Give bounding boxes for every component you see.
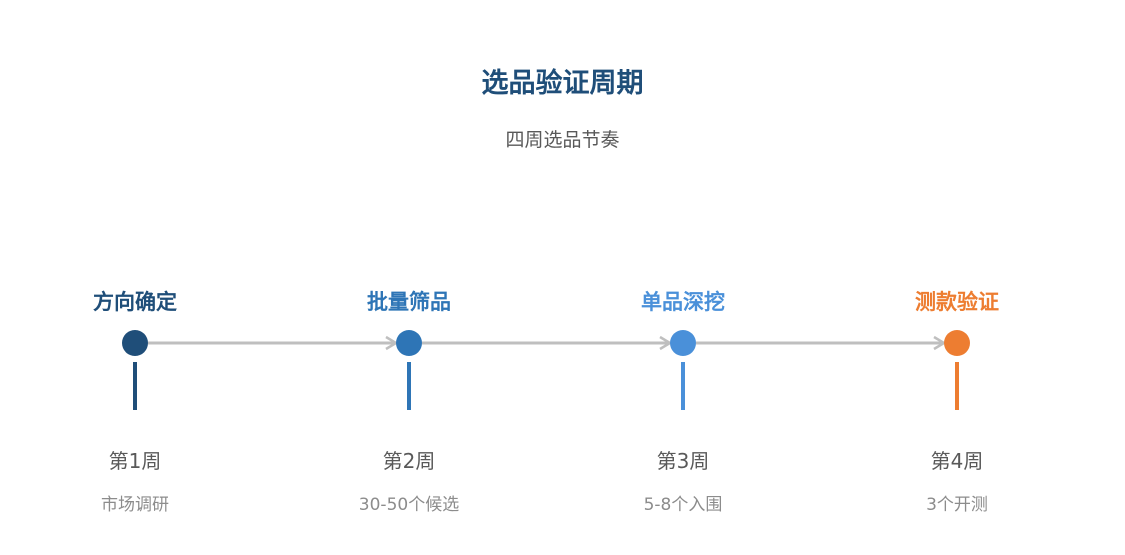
stage-note-3: 5-8个入围 — [643, 495, 723, 515]
timeline-stems — [133, 362, 959, 410]
stage-week-3: 第3周 — [656, 449, 710, 473]
stage-name-3: 单品深挖 — [641, 290, 725, 314]
stage-week-2: 第2周 — [382, 449, 436, 473]
stage-note-2: 30-50个候选 — [358, 495, 460, 515]
diagram-title: 选品验证周期 — [481, 68, 644, 99]
stage-name-2: 批量筛品 — [367, 290, 451, 314]
stage-name-1: 方向确定 — [93, 290, 177, 314]
stage-node-3 — [670, 330, 696, 356]
stage-week-4: 第4周 — [930, 449, 984, 473]
timeline-nodes — [122, 330, 970, 356]
stage-name-4: 测款验证 — [915, 290, 999, 314]
stage-node-1 — [122, 330, 148, 356]
stage-week-1: 第1周 — [108, 449, 162, 473]
stage-note-4: 3个开测 — [926, 495, 988, 515]
diagram-subtitle: 四周选品节奏 — [505, 129, 620, 151]
timeline-connectors — [148, 335, 947, 351]
stage-note-1: 市场调研 — [101, 495, 169, 515]
stage-node-4 — [944, 330, 970, 356]
stage-node-2 — [396, 330, 422, 356]
